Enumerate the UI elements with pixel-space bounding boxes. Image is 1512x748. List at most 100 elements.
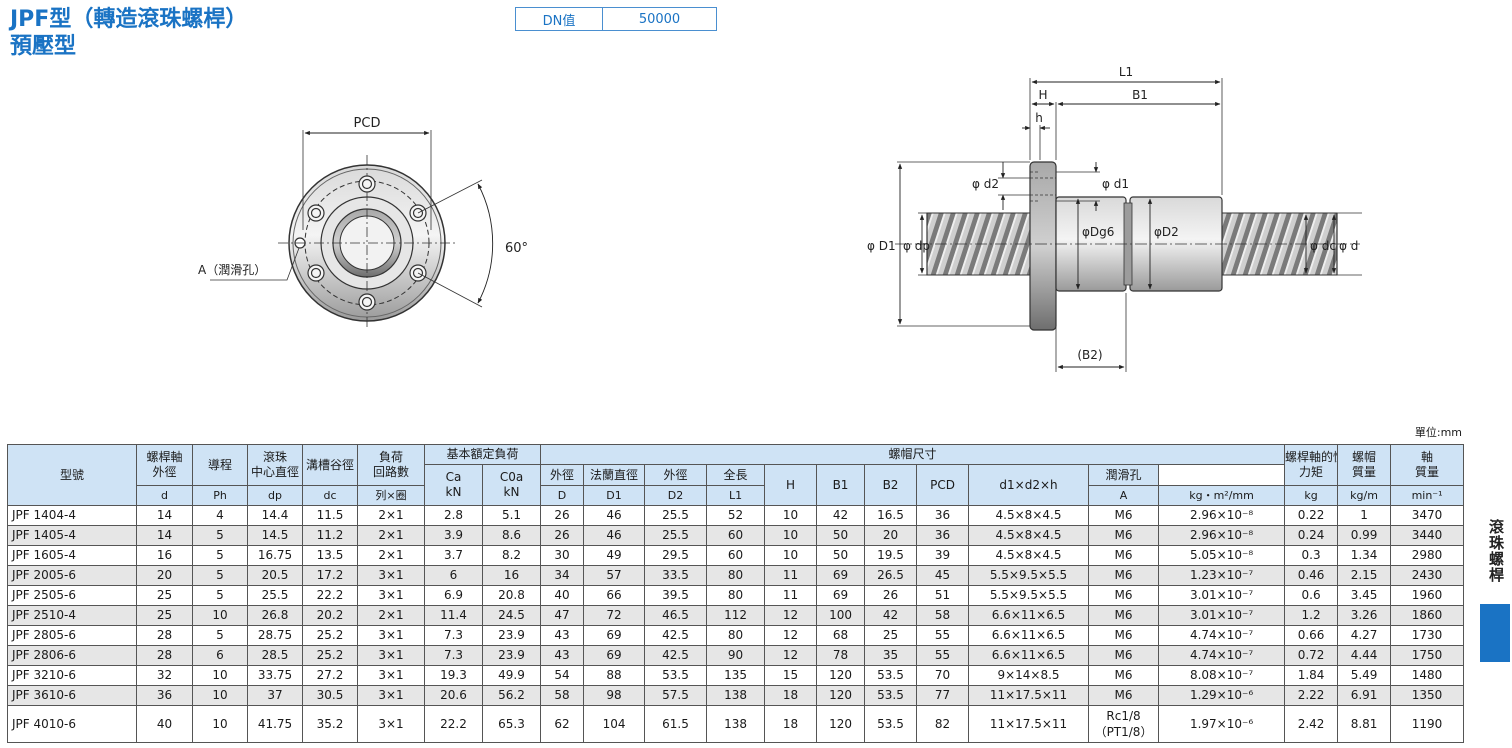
table-cell: 29.5	[644, 545, 708, 566]
table-cell: 22.2	[424, 705, 483, 743]
table-cell: 10	[192, 605, 248, 626]
th-unit-A: A	[1088, 485, 1160, 506]
table-cell: 20	[864, 525, 918, 546]
table-cell: 16.75	[247, 545, 303, 566]
table-cell: 53.5	[864, 665, 918, 686]
dim-b1-label: B1	[1132, 88, 1148, 102]
table-cell: M6	[1088, 525, 1160, 546]
table-cell: 42.5	[644, 645, 708, 666]
dim-h-label: H	[1038, 88, 1047, 102]
table-cell: 6.6×11×6.5	[968, 625, 1090, 646]
table-cell: 3.01×10⁻⁷	[1158, 585, 1286, 606]
table-cell: 46	[583, 505, 646, 526]
table-cell: 14.4	[247, 505, 303, 526]
table-cell: 50	[816, 545, 866, 566]
table-cell: 11.5	[302, 505, 358, 526]
table-cell: 53.5	[864, 685, 918, 706]
table-cell: M6	[1088, 645, 1160, 666]
table-cell: 19.3	[424, 665, 483, 686]
table-cell: 1.34	[1337, 545, 1392, 566]
table-cell: 19.5	[864, 545, 918, 566]
lube-hole-label: A（潤滑孔）	[198, 263, 266, 277]
table-cell: 37	[247, 685, 303, 706]
dim-dg6-label: φDg6	[1082, 225, 1114, 239]
table-cell: 120	[816, 665, 866, 686]
table-cell: 60	[706, 545, 766, 566]
dim-dc-label: φ dc	[1310, 239, 1336, 253]
table-cell: 26	[540, 525, 585, 546]
table-cell: 41.75	[247, 705, 303, 743]
spec-table: 型號 螺桿軸外徑 導程 滾珠中心直徑 溝槽谷徑 負荷回路數 基本額定負荷 螺帽尺…	[7, 444, 1465, 743]
table-cell: 10	[764, 545, 818, 566]
table-cell: 11	[764, 585, 818, 606]
table-cell: 3×1	[357, 625, 425, 646]
table-cell: 49	[583, 545, 646, 566]
table-cell: 3.45	[1337, 585, 1392, 606]
pcd-label: PCD	[354, 116, 381, 131]
table-cell: Rc1/8（PT1/8）	[1088, 705, 1160, 743]
table-cell: 3×1	[357, 645, 425, 666]
table-cell: 60	[706, 525, 766, 546]
table-cell: 25	[136, 605, 193, 626]
table-cell: JPF 3210-6	[7, 665, 137, 686]
table-cell: 3×1	[357, 705, 425, 743]
th-unit-shaftmass: kg/m	[1337, 485, 1392, 506]
th-shaft-dia: 螺桿軸外徑	[136, 444, 193, 486]
table-cell: JPF 2505-6	[7, 585, 137, 606]
dn-value-box: DN值 50000	[515, 7, 717, 31]
table-cell: 2.42	[1284, 705, 1339, 743]
table-cell: 32	[136, 665, 193, 686]
th-outer-dia-2: 外徑	[644, 464, 708, 486]
table-cell: 104	[583, 705, 646, 743]
page-title: JPF型（轉造滾珠螺桿） 預壓型	[10, 6, 247, 60]
table-cell: M6	[1088, 665, 1160, 686]
table-cell: 16	[481, 565, 542, 586]
dim-l1-label: L1	[1119, 65, 1133, 79]
table-cell: 39	[916, 545, 970, 566]
table-cell: 1190	[1390, 705, 1465, 743]
table-cell: 5	[192, 585, 248, 606]
table-cell: 11.2	[302, 525, 358, 546]
th-h: H	[764, 464, 818, 506]
table-cell: 25.5	[247, 585, 303, 606]
table-cell: 69	[816, 565, 866, 586]
th-length: 全長	[706, 464, 766, 486]
title-line-1: JPF型（轉造滾珠螺桿）	[10, 7, 248, 32]
table-cell: 10	[764, 505, 818, 526]
table-cell: 20.8	[481, 585, 542, 606]
table-cell: 10	[192, 665, 248, 686]
dim-d1-big-label: φ D1	[867, 239, 896, 253]
table-cell: 11	[764, 565, 818, 586]
table-cell: 2.15	[1337, 565, 1392, 586]
table-cell: 20.6	[424, 685, 483, 706]
table-cell: 40	[540, 585, 585, 606]
table-cell: 12	[764, 625, 818, 646]
table-cell: 70	[916, 665, 970, 686]
table-cell: 5.49	[1337, 665, 1392, 686]
table-cell: 5.1	[481, 505, 542, 526]
table-cell: JPF 3610-6	[7, 685, 137, 706]
th-circuits: 負荷回路數	[357, 444, 425, 486]
table-cell: 5.5×9.5×5.5	[968, 585, 1090, 606]
table-cell: M6	[1088, 605, 1160, 626]
table-cell: 8.2	[481, 545, 542, 566]
table-cell: 2.96×10⁻⁸	[1158, 505, 1286, 526]
table-cell: 1480	[1390, 665, 1465, 686]
table-cell: 3×1	[357, 685, 425, 706]
table-cell: 5	[192, 625, 248, 646]
table-cell: 25.5	[644, 525, 708, 546]
table-cell: 69	[583, 645, 646, 666]
table-cell: 43	[540, 645, 585, 666]
th-nut-mass: 螺帽質量	[1337, 444, 1392, 486]
table-cell: 10	[192, 685, 248, 706]
flange-front-view: PCD 60° A（潤滑孔）	[198, 116, 528, 330]
table-cell: 0.3	[1284, 545, 1339, 566]
table-cell: 45	[916, 565, 970, 586]
unit-label: 單位:mm	[1414, 426, 1462, 439]
th-flange-dia: 法蘭直徑	[583, 464, 646, 486]
